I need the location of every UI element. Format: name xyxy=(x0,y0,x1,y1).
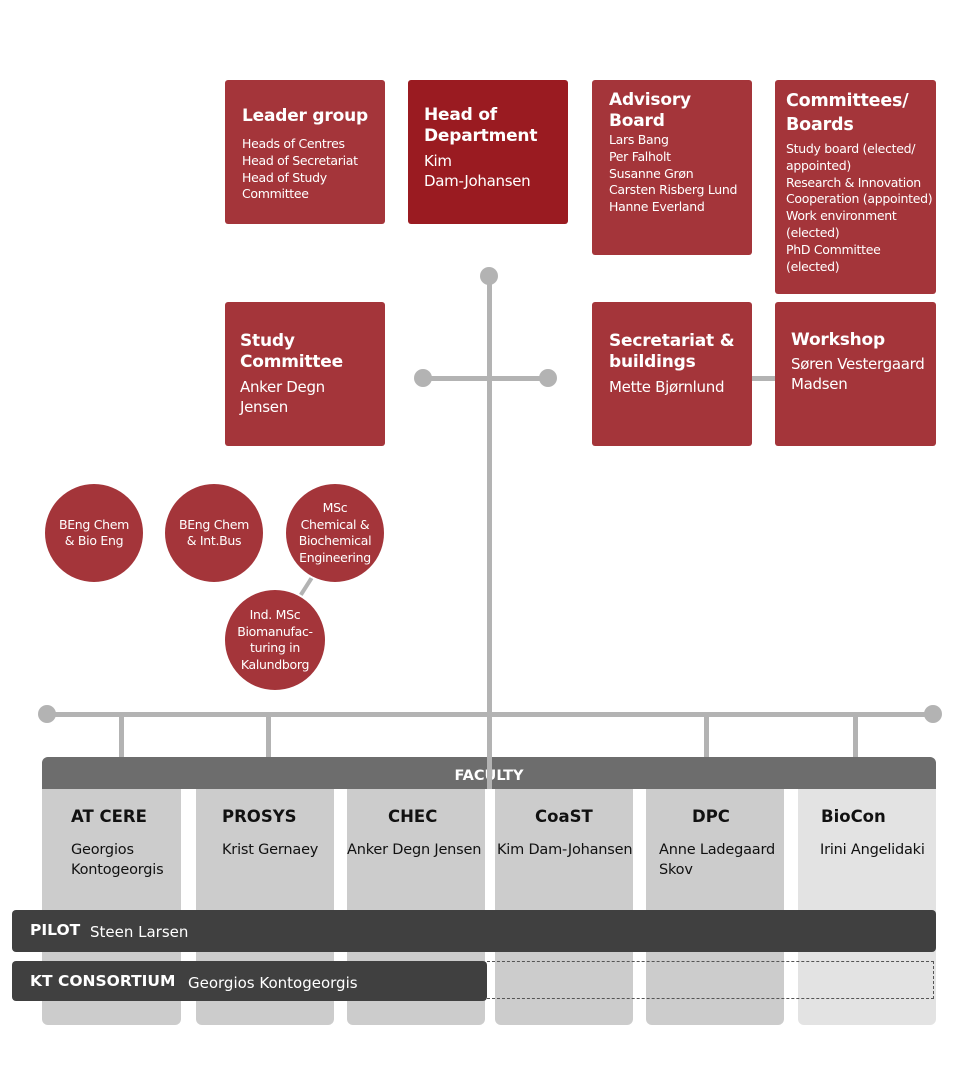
committees-line: Work environment xyxy=(786,208,897,224)
secretariat-title: Secretariat & xyxy=(609,331,735,351)
staff-horizontal-connector xyxy=(423,376,548,381)
advisory-board-box[interactable]: Advisory Board Lars Bang Per Falholt Sus… xyxy=(592,80,752,255)
secretariat-title: buildings xyxy=(609,352,696,372)
staff-right-dot xyxy=(539,369,557,387)
secretariat-box[interactable]: Secretariat & buildings Mette Bjørnlund xyxy=(592,302,752,446)
advisory-board-title: Board xyxy=(609,111,665,131)
faculty-left-dot xyxy=(38,705,56,723)
pilot-band[interactable]: PILOT Steen Larsen xyxy=(12,910,936,952)
programme-line: turing in xyxy=(250,640,300,655)
study-committee-title: Committee xyxy=(240,352,343,372)
centre-name: CoaST xyxy=(535,807,593,826)
centre-person: Kim Dam-Johansen xyxy=(497,842,633,858)
main-vertical-connector xyxy=(487,276,492,758)
head-of-department-name: Dam-Johansen xyxy=(424,171,531,190)
centre-person: Irini Angelidaki xyxy=(820,842,925,858)
faculty-vertical-connector xyxy=(487,757,492,789)
programme-circle-beng-chem-bio[interactable]: BEng Chem & Bio Eng xyxy=(43,482,145,584)
secretariat-name: Mette Bjørnlund xyxy=(609,378,725,396)
top-connector-dot xyxy=(480,267,498,285)
programme-line: Chemical & xyxy=(300,516,370,532)
leader-group-line: Committee xyxy=(242,186,309,202)
committees-line: appointed) xyxy=(786,157,851,173)
centre-name: DPC xyxy=(692,807,730,826)
programme-line: & Bio Eng xyxy=(64,533,124,548)
centre-name: PROSYS xyxy=(222,807,297,826)
leader-group-line: Head of Study xyxy=(242,169,327,185)
centre-name: CHEC xyxy=(388,807,438,826)
workshop-name: Madsen xyxy=(791,374,848,393)
programme-line: & Int.Bus xyxy=(186,533,242,548)
centre-person: Krist Gernaey xyxy=(222,842,319,858)
committees-title: Committees/ xyxy=(786,91,909,111)
centre-name: BioCon xyxy=(821,807,886,826)
centre-person: Georgios Kontogeorgis xyxy=(71,842,164,878)
study-committee-box[interactable]: Study Committee Anker Degn Jensen xyxy=(225,302,385,446)
study-committee-name: Jensen xyxy=(240,397,288,416)
workshop-title: Workshop xyxy=(791,330,885,350)
programme-line: Biochemical xyxy=(298,533,372,548)
centre-person: Anne Ladegaard Skov xyxy=(659,842,776,878)
pilot-person: Steen Larsen xyxy=(90,923,189,941)
programme-line: Ind. MSc xyxy=(249,607,301,622)
head-of-department-box[interactable]: Head of Department Kim Dam-Johansen xyxy=(408,80,568,224)
centre-column-dpc[interactable]: DPC Anne Ladegaard Skov xyxy=(646,757,784,1025)
head-of-department-name: Kim xyxy=(424,152,452,170)
committees-line: Cooperation (appointed) xyxy=(786,191,933,207)
committees-line: Research & Innovation xyxy=(786,174,921,190)
workshop-name: Søren Vestergaard xyxy=(791,355,925,373)
kt-consortium-label: KT CONSORTIUM xyxy=(30,972,176,990)
programme-line: BEng Chem xyxy=(178,516,250,532)
leader-group-title: Leader group xyxy=(242,106,368,126)
advisory-board-title: Advisory xyxy=(609,90,691,110)
centre-column-coast[interactable]: CoaST Kim Dam-Johansen xyxy=(495,757,633,1025)
advisory-board-member: Hanne Everland xyxy=(609,199,705,215)
advisory-board-member: Carsten Risberg Lund xyxy=(609,182,738,198)
kt-consortium-dashed-extension xyxy=(487,961,934,999)
committees-boards-box[interactable]: Committees/ Boards Study board (elected/… xyxy=(775,80,936,294)
drop-connector-dpc xyxy=(704,716,709,758)
programme-line: BEng Chem xyxy=(58,516,130,532)
centre-person: Anker Degn Jensen xyxy=(347,842,482,858)
leader-group-box[interactable]: Leader group Heads of Centres Head of Se… xyxy=(225,80,385,224)
programme-line: Engineering xyxy=(299,549,371,565)
programme-circle-msc-chem-biochem[interactable]: MSc Chemical & Biochemical Engineering xyxy=(284,482,386,584)
advisory-board-member: Susanne Grøn xyxy=(609,165,694,181)
faculty-right-dot xyxy=(924,705,942,723)
advisory-board-member: Lars Bang xyxy=(609,132,669,147)
advisory-board-member: Per Falholt xyxy=(609,148,671,164)
staff-left-dot xyxy=(414,369,432,387)
workshop-box[interactable]: Workshop Søren Vestergaard Madsen xyxy=(775,302,936,446)
drop-connector-atcere xyxy=(119,716,124,758)
pilot-label: PILOT xyxy=(30,921,81,939)
faculty-horizontal-connector xyxy=(47,712,933,717)
programme-circle-beng-chem-intbus[interactable]: BEng Chem & Int.Bus xyxy=(163,482,265,584)
programme-line: Biomanufac- xyxy=(237,623,313,639)
head-of-department-title: Head of xyxy=(424,105,497,125)
centre-name: AT CERE xyxy=(71,807,147,826)
leader-group-line: Heads of Centres xyxy=(242,136,345,151)
kt-consortium-person: Georgios Kontogeorgis xyxy=(188,974,358,992)
kt-consortium-band[interactable]: KT CONSORTIUM Georgios Kontogeorgis xyxy=(12,961,487,1001)
leader-group-line: Head of Secretariat xyxy=(242,152,358,168)
programme-line: MSc xyxy=(322,500,348,515)
committees-line: Study board (elected/ xyxy=(786,141,916,156)
head-of-department-title: Department xyxy=(424,126,538,146)
drop-connector-biocon xyxy=(853,716,858,758)
centre-column-biocon[interactable]: BioCon Irini Angelidaki xyxy=(798,757,936,1025)
secretariat-workshop-connector xyxy=(752,376,776,381)
study-committee-title: Study xyxy=(240,331,295,351)
committees-title: Boards xyxy=(786,115,854,135)
drop-connector-prosys xyxy=(266,716,271,758)
committees-line: PhD Committee (elected) xyxy=(786,241,881,274)
programme-circle-ind-msc-biomanufacturing[interactable]: Ind. MSc Biomanufac- turing in Kalundbor… xyxy=(223,588,327,692)
programme-line: Kalundborg xyxy=(240,656,310,672)
study-committee-name: Anker Degn xyxy=(240,378,325,396)
committees-line: (elected) xyxy=(786,224,840,240)
